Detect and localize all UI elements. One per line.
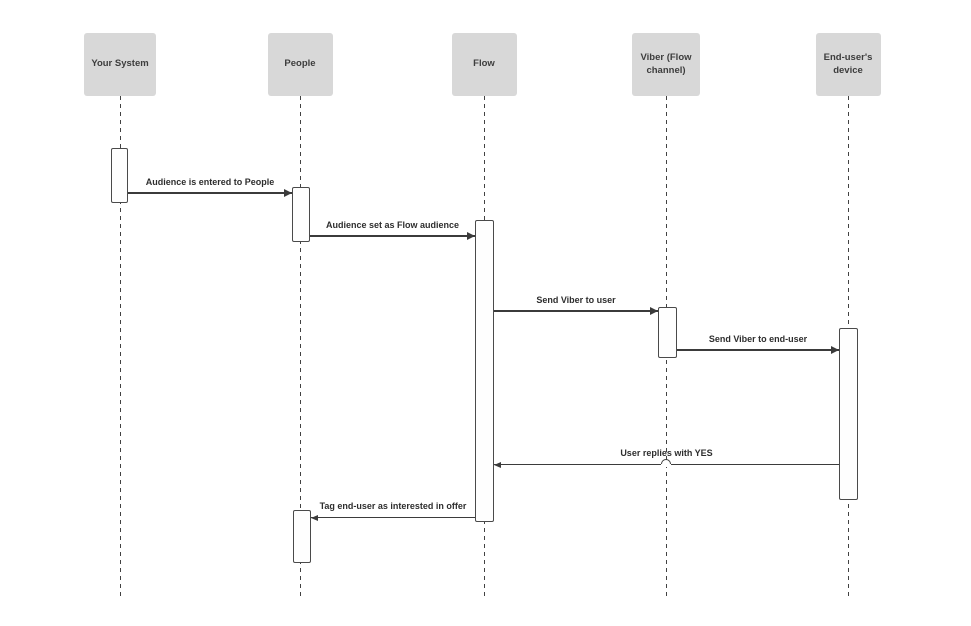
lifeline-people xyxy=(299,96,301,600)
line-hop-icon xyxy=(661,459,671,464)
actor-end-users-device: End-user's device xyxy=(815,33,881,96)
arrowhead-icon xyxy=(311,514,318,521)
message-label: Audience set as Flow audience xyxy=(325,220,460,230)
lifeline-your-system xyxy=(119,96,121,600)
message-line xyxy=(494,307,658,315)
activation-bar-end-users-device xyxy=(839,328,858,500)
arrowhead-icon xyxy=(831,346,839,354)
arrowhead-icon xyxy=(467,232,475,240)
message-label: Send Viber to end-user xyxy=(708,334,808,344)
activation-bar-people xyxy=(293,510,311,563)
activation-bar-your-system xyxy=(111,148,128,203)
actor-your-system: Your System xyxy=(84,33,156,96)
arrowhead-icon xyxy=(284,189,292,197)
message-label: Audience is entered to People xyxy=(145,177,275,187)
actor-people: People xyxy=(267,33,333,96)
message-line xyxy=(310,232,475,240)
message-line xyxy=(677,346,839,354)
message-label: Send Viber to user xyxy=(536,295,616,305)
line-hop-gap xyxy=(661,462,671,467)
message-line xyxy=(128,189,292,197)
message-label: User replies with YES xyxy=(620,448,713,458)
message-label: Tag end-user as interested in offer xyxy=(319,501,467,511)
activation-bar-flow xyxy=(475,220,494,522)
arrowhead-icon xyxy=(494,461,501,468)
arrowhead-icon xyxy=(650,307,658,315)
activation-bar-people xyxy=(292,187,310,242)
actor-viber-flow-channel: Viber (Flow channel) xyxy=(632,33,700,96)
message-line xyxy=(494,459,839,468)
activation-bar-viber-flow-channel xyxy=(658,307,677,358)
message-line xyxy=(311,514,475,521)
actor-flow: Flow xyxy=(451,33,517,96)
